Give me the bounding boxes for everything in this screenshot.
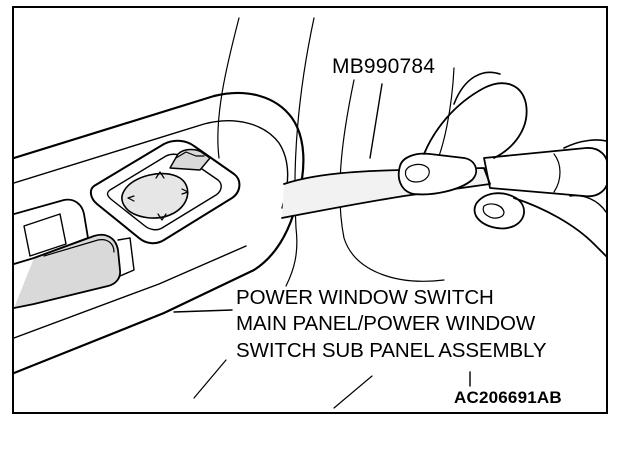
line-drawing [14,17,606,409]
hand-thumbnail [404,163,430,183]
mirror-knob-arrow [127,195,135,202]
mirror-select-switch-ridge [175,151,205,159]
mirror-switch-bezel [89,139,241,245]
switch-panel-outline [14,91,305,375]
trim-tool-handle [483,147,606,198]
hand-palm [423,82,528,159]
window-switch-bezel-edge [117,237,135,277]
part-name-label-line-2: MAIN PANEL/POWER WINDOW [236,312,536,335]
window-switch-opening [14,198,89,265]
hand-back [513,197,606,258]
hand-index-finger [569,194,606,213]
interior-contour-line [339,79,445,282]
mirror-knob-arrow [157,213,167,221]
part-name-label-line-3: SWITCH SUB PANEL ASSEMBLY [236,339,547,362]
window-switch-opening [23,213,67,257]
hand-finger-lower [473,192,525,230]
mirror-knob-arrow [155,171,165,179]
tool-number-label: MB990784 [332,55,436,78]
interior-contour-line [193,359,227,399]
interior-contour-line [217,17,240,159]
interior-contour-line [285,17,315,287]
interior-contour-line [433,67,455,169]
part-name-label-line-1: POWER WINDOW SWITCH [236,286,494,309]
figure-frame: MB990784 POWER WINDOW SWITCH MAIN PANEL/… [12,6,608,414]
window-switch-button-top [43,239,115,257]
mirror-adjust-knob [121,172,189,219]
mirror-knob-arrow [181,188,189,195]
interior-contour-line [333,375,373,409]
panel-leader-line [173,309,233,313]
hand-finger [453,71,501,105]
hand-finger-lower-nail [482,203,505,219]
trim-tool-handle-grip [553,153,561,193]
mirror-select-switch [169,148,211,171]
figure-id-label: AC206691AB [454,388,562,407]
hand-wrist [563,139,606,149]
tool-leader-line [369,83,383,159]
switch-panel-bottom-edge [14,245,247,339]
window-switch-button [14,233,121,309]
